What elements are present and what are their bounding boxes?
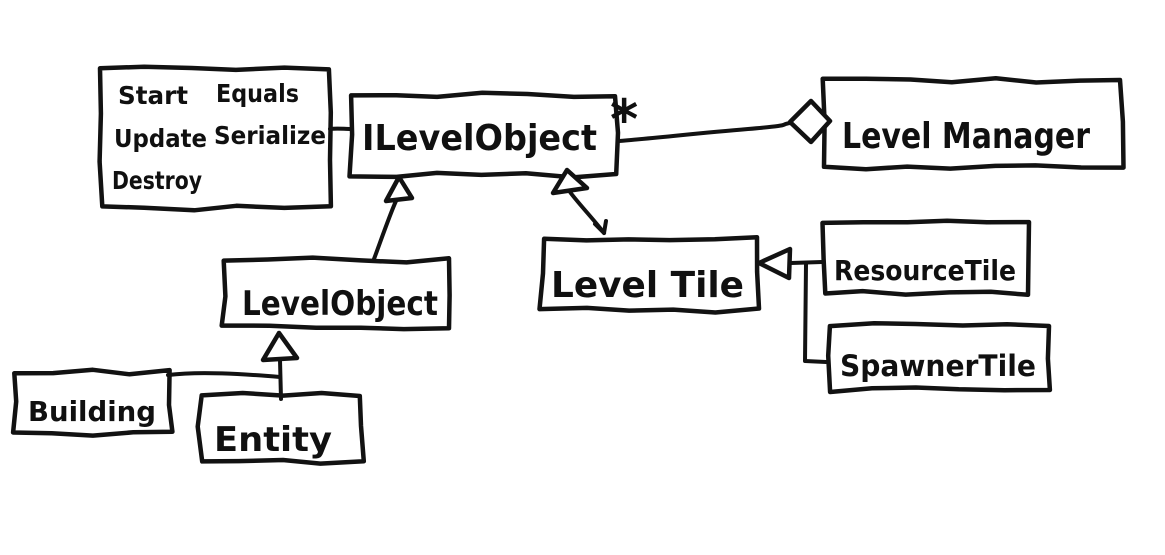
realization-line-levelobject — [372, 199, 398, 261]
class-box-building — [10, 367, 175, 438]
note-method-serialize: Serialize — [214, 121, 326, 150]
class-label-leveltile: Level Tile — [551, 265, 744, 306]
class-label-spawnertile: SpawnerTile — [840, 349, 1036, 383]
aggregation-diamond-icon — [787, 98, 833, 145]
multiplicity-star: * — [610, 88, 638, 151]
note-method-equals: Equals — [216, 79, 299, 108]
note-box-methods — [97, 64, 334, 213]
inheritance-triangle-interface-right-icon — [550, 167, 590, 196]
class-box-ilevelobject — [347, 90, 621, 180]
class-box-levelmanager — [820, 76, 1126, 172]
inheritance-triangle-leveltile-icon — [756, 246, 793, 281]
inheritance-line-building — [166, 371, 282, 379]
class-box-resourcetile — [820, 218, 1032, 298]
inheritance-triangle-levelobject-icon — [383, 174, 415, 204]
note-method-destroy: Destroy — [112, 166, 202, 195]
class-label-entity: Entity — [214, 420, 332, 460]
inheritance-line-spawnertile — [803, 262, 828, 364]
class-box-leveltile — [537, 234, 762, 315]
inheritance-triangle-levelobject-bottom-icon — [260, 330, 300, 363]
class-label-levelmanager: Level Manager — [842, 116, 1090, 157]
inheritance-line-entity — [278, 358, 283, 401]
class-box-spawnertile — [825, 320, 1053, 395]
aggregation-line — [617, 121, 792, 143]
class-label-resourcetile: ResourceTile — [834, 254, 1016, 287]
note-method-start: Start — [118, 81, 188, 110]
connectors — [166, 98, 833, 401]
class-box-entity — [195, 390, 367, 466]
class-label-ilevelobject: ILevelObject — [362, 118, 597, 159]
class-label-levelobject: LevelObject — [242, 284, 438, 324]
arrowhead-leveltile-icon — [593, 219, 608, 235]
class-label-building: Building — [28, 395, 156, 428]
note-method-update: Update — [114, 124, 207, 153]
labels: Start Update Destroy Equals Serialize IL… — [28, 79, 1090, 460]
boxes — [10, 64, 1126, 466]
class-box-levelobject — [219, 255, 452, 332]
